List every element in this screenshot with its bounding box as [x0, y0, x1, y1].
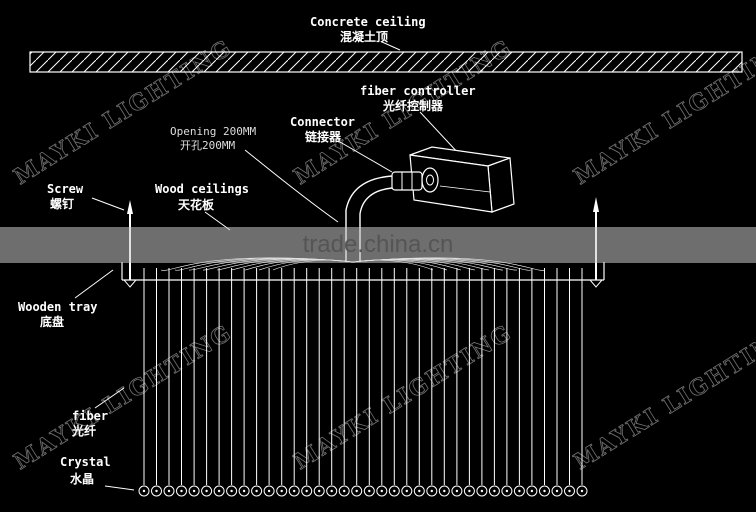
connector — [391, 171, 423, 191]
crystal-center — [455, 489, 459, 493]
wood-ceiling-label: Wood ceilings — [155, 182, 249, 196]
watermark: MAYKI LIGHTING — [9, 319, 236, 475]
concrete-leader — [381, 41, 401, 51]
crystal-center — [530, 489, 534, 493]
crystal-center — [318, 489, 321, 493]
fiber-label-zh: 光纤 — [71, 423, 96, 438]
concrete-ceiling-label: Concrete ceiling — [310, 15, 426, 29]
crystal-center — [480, 489, 484, 493]
crystal-center — [305, 489, 308, 493]
crystal-center — [355, 489, 358, 493]
crystal-center — [293, 489, 296, 493]
controller-label-zh: 光纤控制器 — [382, 98, 444, 113]
tray-label-zh: 底盘 — [40, 314, 64, 329]
crystal-center — [418, 489, 421, 493]
crystal-center — [167, 489, 171, 493]
crystal-center — [568, 489, 571, 493]
controller-leader — [419, 111, 461, 156]
connector-label-zh: 链接器 — [305, 129, 342, 144]
crystal-label: Crystal — [60, 455, 111, 469]
fiber-leader — [94, 387, 125, 409]
crystal-center — [242, 489, 246, 493]
crystal-center — [230, 489, 233, 493]
screw-leader — [91, 197, 125, 211]
concrete-ceiling — [29, 51, 743, 73]
crystal-leader — [104, 485, 135, 491]
screw-label: Screw — [47, 182, 84, 196]
wooden-tray — [121, 262, 605, 281]
watermark: MAYKI LIGHTING — [569, 319, 756, 475]
tray-label: Wooden tray — [18, 300, 97, 314]
opening-label-zh: 开孔200MM — [180, 139, 235, 152]
crystal-center — [343, 489, 346, 493]
crystal-label-zh: 水晶 — [70, 471, 94, 486]
crystal-center — [555, 489, 559, 493]
crystal-center — [330, 489, 333, 493]
watermark: MAYKI LIGHTING — [289, 319, 516, 475]
concrete-ceiling-label-zh: 混凝土顶 — [340, 29, 388, 44]
opening-leader — [244, 149, 339, 223]
fiber-strands — [138, 257, 588, 497]
crystal-center — [205, 489, 208, 493]
crystal-center — [543, 489, 546, 493]
crystal-center — [142, 489, 146, 493]
crystal-center — [518, 489, 521, 493]
fiber-bundle-pipe — [345, 175, 393, 262]
crystal-center — [505, 489, 509, 493]
screw-label-zh: 螺钉 — [50, 196, 74, 211]
crystal-center — [493, 489, 496, 493]
connector-leader — [339, 141, 393, 173]
controller-label: fiber controller — [360, 84, 476, 98]
crystal-center — [580, 489, 584, 493]
crystal-center — [405, 489, 408, 493]
fiber-label: fiber — [72, 409, 108, 423]
watermark-band — [0, 227, 756, 263]
tray-leader — [74, 269, 114, 299]
crystal-center — [443, 489, 446, 493]
crystal-center — [217, 489, 221, 493]
crystal-center — [267, 489, 271, 493]
crystal-center — [368, 489, 371, 493]
fiber-controller — [409, 146, 515, 213]
watermark-band-text: trade.china.cn — [302, 231, 454, 258]
crystal-center — [430, 489, 433, 493]
crystal-center — [380, 489, 383, 493]
connector-label: Connector — [290, 115, 355, 129]
crystal-center — [468, 489, 471, 493]
opening-label: Opening 200MM — [170, 125, 256, 138]
crystal-center — [180, 489, 183, 493]
wood-ceiling-label-zh: 天花板 — [178, 197, 215, 212]
crystal-center — [192, 489, 196, 493]
crystal-center — [155, 489, 158, 493]
crystal-center — [255, 489, 258, 493]
crystal-center — [280, 489, 283, 493]
crystal-center — [393, 489, 396, 493]
